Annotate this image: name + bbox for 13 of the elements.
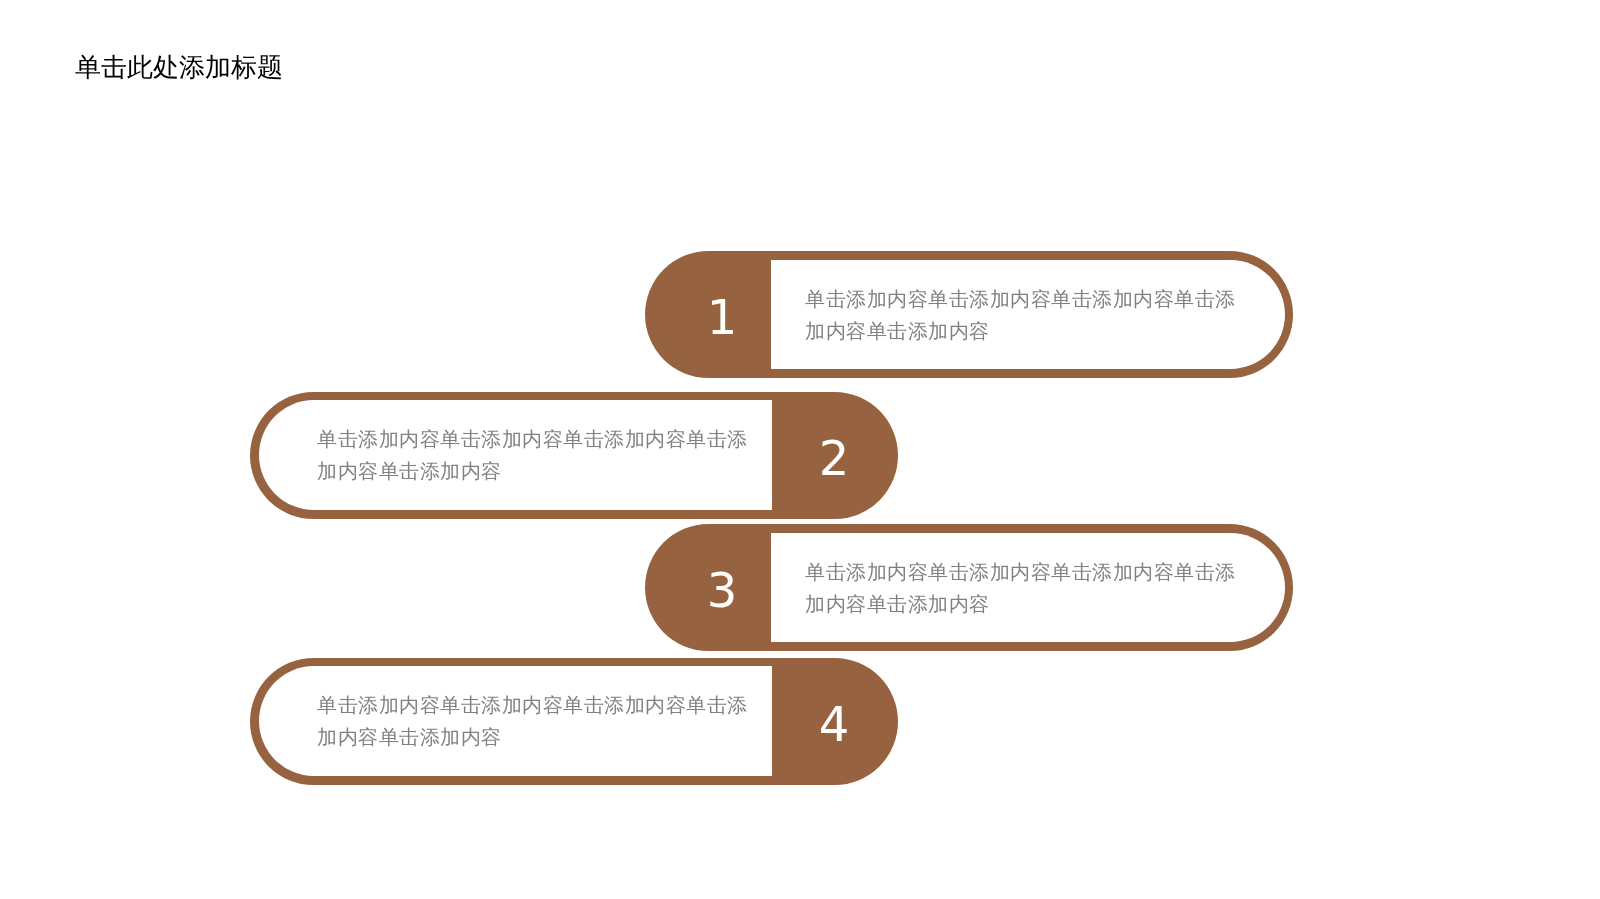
text-panel xyxy=(259,400,772,510)
title: 单击此处添加标题 xyxy=(75,51,283,84)
step-number: 4 xyxy=(818,698,850,750)
step-number: 1 xyxy=(706,291,738,343)
text-panel xyxy=(771,533,1285,642)
body-text: 单击添加内容单击添加内容单击添加内容单击添加内容单击添加内容 xyxy=(317,692,749,751)
step-number: 2 xyxy=(818,432,850,484)
step-number: 3 xyxy=(706,564,738,616)
body-text: 单击添加内容单击添加内容单击添加内容单击添加内容单击添加内容 xyxy=(317,426,749,485)
body-text: 单击添加内容单击添加内容单击添加内容单击添加内容单击添加内容 xyxy=(805,285,1237,345)
text-panel xyxy=(259,666,772,776)
body-text: 单击添加内容单击添加内容单击添加内容单击添加内容单击添加内容 xyxy=(805,558,1237,618)
text-panel xyxy=(771,260,1285,369)
